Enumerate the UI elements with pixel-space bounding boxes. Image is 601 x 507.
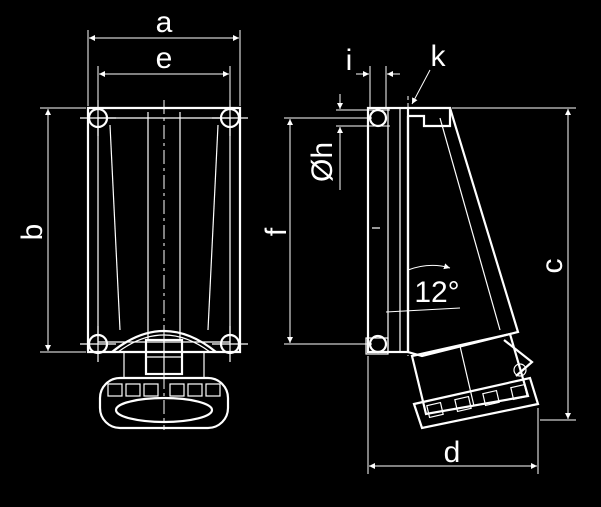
angle-baseline — [385, 307, 461, 313]
label-angle: 12° — [414, 276, 459, 309]
label-c: c — [536, 259, 569, 274]
label-b: b — [16, 224, 49, 241]
ring-grip — [107, 383, 221, 397]
label-f: f — [260, 227, 293, 236]
side-view: 12° i k Øh f c d — [260, 40, 576, 474]
label-oh: Øh — [306, 142, 339, 182]
socket-opening — [114, 396, 214, 424]
label-d: d — [444, 436, 461, 469]
label-k: k — [431, 40, 447, 73]
front-view: a e b — [16, 6, 248, 430]
front-taper-right — [207, 124, 219, 331]
side-screw-top — [368, 108, 388, 128]
front-housing-outline — [86, 106, 242, 354]
side-socket — [410, 332, 530, 416]
socket-ring — [98, 376, 230, 430]
side-ring — [412, 376, 540, 430]
label-e: e — [156, 42, 173, 75]
front-taper-left — [109, 124, 121, 331]
dim-line-k — [411, 69, 431, 105]
label-i: i — [346, 44, 353, 77]
socket-arch — [111, 329, 217, 353]
side-ring-grip — [426, 383, 528, 419]
side-tilted-body — [406, 107, 520, 358]
label-a: a — [156, 6, 173, 39]
